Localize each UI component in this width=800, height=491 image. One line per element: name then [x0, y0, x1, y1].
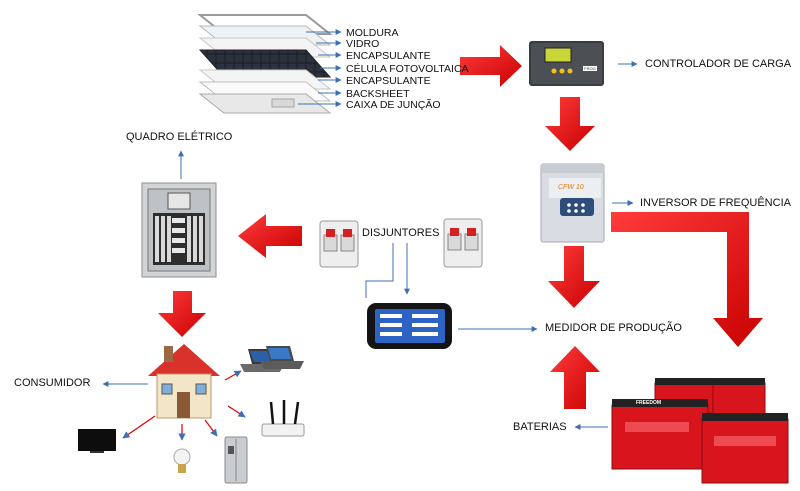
light-bulb-icon	[173, 448, 191, 473]
production-meter	[367, 303, 452, 349]
label-disjuntores: DISJUNTORES	[362, 227, 440, 239]
flow-arrows	[158, 45, 763, 409]
arrow-panelboard-to-house	[158, 291, 206, 337]
layer-label-vidro: VIDRO	[346, 38, 380, 50]
frequency-inverter: CFW 10	[540, 163, 605, 243]
layer-label-caixa-juncao: CAIXA DE JUNÇÃO	[346, 99, 441, 111]
arrow-inverter-to-meter	[548, 246, 600, 308]
layer-label-moldura: MOLDURA	[346, 27, 399, 39]
arrow-panel-to-controller	[460, 45, 522, 87]
breaker-right	[443, 218, 483, 268]
breaker-left	[319, 220, 359, 268]
battery-bank: FREEDOM	[611, 378, 789, 484]
label-baterias: BATERIAS	[513, 421, 567, 433]
house	[148, 344, 220, 419]
arrow-inverter-to-batteries	[611, 212, 763, 347]
electrical-panelboard	[141, 182, 217, 278]
layer-label-backsheet: BACKSHEET	[346, 88, 410, 100]
panel-layer-pointers	[298, 29, 342, 107]
battery-front-left	[611, 399, 709, 470]
battery-front-right	[701, 413, 789, 484]
label-medidor: MEDIDOR DE PRODUÇÃO	[545, 322, 682, 334]
arrow-controller-to-inverter	[545, 97, 595, 151]
controller-brand-text: FROG	[584, 66, 596, 71]
solar-panel-exploded	[197, 14, 333, 114]
battery-back-right	[712, 378, 766, 417]
inverter-brand-text: CFW 10	[558, 184, 584, 191]
label-controlador: CONTROLADOR DE CARGA	[645, 58, 792, 70]
laptop-icon	[240, 346, 304, 372]
label-inversor: INVERSOR DE FREQUÊNCIA	[640, 197, 791, 209]
arrow-breakers-to-panelboard	[238, 214, 302, 258]
label-consumidor: CONSUMIDOR	[14, 377, 91, 389]
charge-controller: FROG	[529, 41, 604, 86]
router-icon	[261, 400, 305, 437]
television-icon	[78, 429, 116, 453]
battery-brand-text: FREEDOM	[636, 400, 661, 406]
layer-label-encapsulante-top: ENCAPSULANTE	[346, 50, 431, 62]
layer-label-encapsulante-bottom: ENCAPSULANTE	[346, 75, 431, 87]
arrow-batteries-to-meter	[550, 346, 600, 409]
refrigerator-icon	[224, 436, 248, 484]
layer-label-celula: CÉLULA FOTOVOLTAICA	[346, 63, 469, 75]
label-quadro: QUADRO ELÉTRICO	[126, 131, 233, 143]
